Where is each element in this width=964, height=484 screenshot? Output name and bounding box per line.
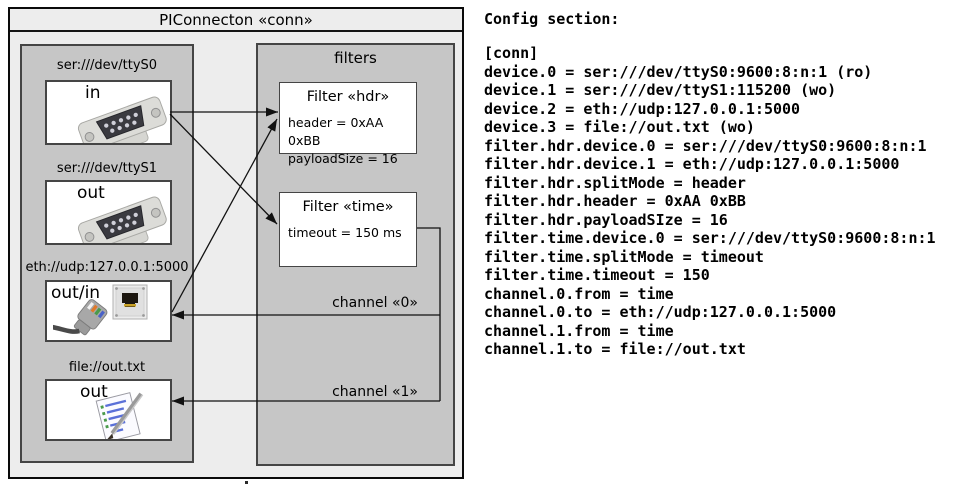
config-line: filter.time.splitMode = timeout — [484, 247, 764, 266]
config-heading: Config section: — [484, 10, 620, 28]
device-box-file: out — [45, 379, 172, 441]
config-line: device.1 = ser:///dev/ttyS1:115200 (wo) — [484, 81, 837, 99]
config-line: channel.1.to = file://out.txt — [484, 340, 746, 358]
config-section: Config section: [conn] device.0 = ser://… — [484, 10, 962, 359]
config-line: filter.hdr.device.1 = eth://udp:127.0.0.… — [484, 155, 900, 173]
filter-hdr-box: Filter «hdr» header = 0xAA 0xBB payloadS… — [279, 82, 417, 166]
config-line: device.3 = file://out.txt (wo) — [484, 118, 755, 136]
device-box-ttys0: in — [45, 80, 172, 145]
config-line: channel.1.from = time — [484, 321, 674, 340]
config-line: filter.time.device.0 = ser:///dev/ttyS0:… — [484, 229, 936, 247]
diagram-title: PIConnecton «conn» — [10, 9, 462, 32]
filter-hdr-title: Filter «hdr» — [306, 89, 390, 105]
device-direction: out — [80, 382, 108, 402]
connection-diagram: PIConnecton «conn» ser:///dev/ttyS0 in — [0, 0, 470, 484]
device-label-eth: eth://udp:127.0.0.1:5000 — [25, 260, 189, 275]
config-line: filter.time.timeout = 150 — [484, 266, 710, 284]
device-direction: out/in — [51, 283, 101, 303]
serial-connector-icon — [77, 96, 167, 143]
filter-time-title: Filter «time» — [302, 199, 394, 215]
device-label-file: file://out.txt — [68, 360, 146, 375]
filter-hdr-prop-header: header = 0xAA 0xBB — [288, 115, 384, 148]
piconnecton-component-box: PIConnecton «conn» ser:///dev/ttyS0 in — [8, 7, 464, 484]
device-direction: in — [85, 83, 101, 103]
ethernet-cable-icon — [53, 299, 108, 336]
file-notepad-icon — [95, 392, 144, 439]
config-line: [conn] — [484, 44, 539, 62]
config-line: channel.0.from = time — [484, 284, 674, 303]
config-line: filter.hdr.device.0 = ser:///dev/ttyS0:9… — [484, 136, 927, 155]
filters-panel-title: filters — [334, 49, 377, 67]
ethernet-jack-icon — [112, 284, 148, 320]
config-line: device.0 = ser:///dev/ttyS0:9600:8:n:1 (… — [484, 62, 873, 81]
device-box-eth: out/in — [45, 280, 172, 342]
config-line: device.2 = eth://udp:127.0.0.1:5000 — [484, 99, 801, 118]
config-line: filter.hdr.payloadSIze = 16 — [484, 210, 728, 229]
filters-panel: filters Filter «hdr» header = 0xAA 0xBB … — [256, 43, 455, 466]
filter-hdr-prop-payloadsize: payloadSize = 16 — [288, 151, 398, 166]
device-direction: out — [77, 183, 105, 203]
filter-time-prop-timeout: timeout = 150 ms — [288, 225, 402, 240]
channel-0-label: channel «0» — [332, 295, 418, 311]
device-label-ttys1: ser:///dev/ttyS1 — [56, 161, 158, 176]
serial-connector-icon — [77, 196, 167, 243]
filter-time-box: Filter «time» timeout = 150 ms — [279, 192, 417, 267]
config-line: filter.hdr.splitMode = header — [484, 173, 746, 192]
devices-panel: ser:///dev/ttyS0 in — [20, 44, 194, 463]
bottom-port-tick — [245, 481, 248, 484]
config-line: channel.0.to = eth://udp:127.0.0.1:5000 — [484, 303, 837, 321]
channel-1-label: channel «1» — [332, 384, 418, 400]
device-box-ttys1: out — [45, 180, 172, 245]
device-label-ttys0: ser:///dev/ttyS0 — [56, 58, 158, 73]
config-line: filter.hdr.header = 0xAA 0xBB — [484, 192, 746, 210]
